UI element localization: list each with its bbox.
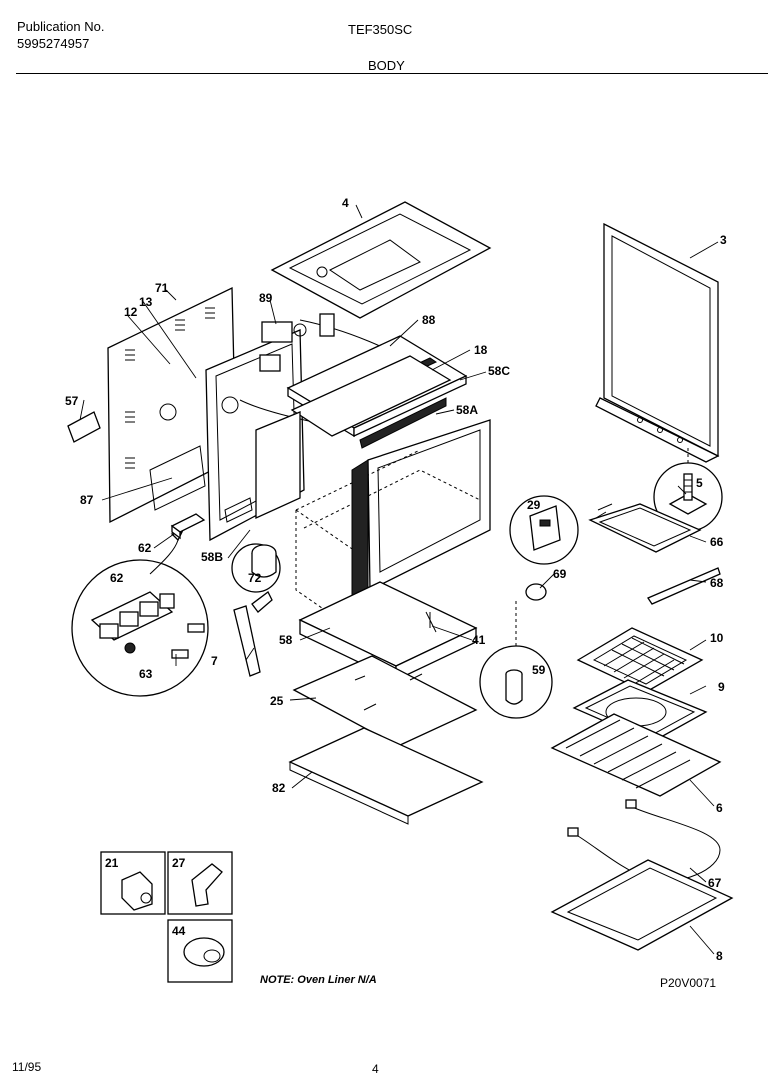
- callout-58b: 58B: [201, 550, 223, 564]
- callout-89: 89: [259, 291, 273, 305]
- callout-27: 27: [172, 856, 186, 870]
- callout-6: 6: [716, 801, 723, 815]
- callout-9: 9: [718, 680, 725, 694]
- header-divider: [16, 73, 768, 74]
- callout-21: 21: [105, 856, 119, 870]
- callout-7: 7: [211, 654, 218, 668]
- callout-25: 25: [270, 694, 284, 708]
- part-71-back-panel: [107, 286, 237, 524]
- part-69-plug: [525, 583, 547, 601]
- part-5-leveling-leg: [653, 445, 723, 532]
- callout-68: 68: [710, 576, 724, 590]
- callout-18: 18: [474, 343, 488, 357]
- leader-lines: [79, 204, 719, 955]
- callout-71: 71: [155, 281, 169, 295]
- section-title: BODY: [368, 58, 405, 73]
- publication-number: 5995274957: [17, 36, 90, 51]
- part-72-knob-detail: [231, 543, 281, 593]
- part-57-plate: [67, 411, 101, 443]
- callout-29: 29: [527, 498, 541, 512]
- part-21-box: [100, 851, 166, 915]
- page-number: 4: [372, 1062, 379, 1076]
- callout-13: 13: [139, 295, 153, 309]
- callout-88: 88: [422, 313, 436, 327]
- part-58a-insulation: [290, 355, 452, 449]
- callout-82: 82: [272, 781, 286, 795]
- part-25-bottom-panel: [292, 655, 478, 747]
- callout-10: 10: [710, 631, 724, 645]
- part-8-oven-bottom: [550, 859, 734, 951]
- publication-label: Publication No.: [17, 19, 105, 34]
- model-number: TEF350SC: [348, 22, 413, 37]
- callout-58a: 58A: [456, 403, 478, 417]
- callout-58c: 58C: [488, 364, 510, 378]
- callout-58: 58: [279, 633, 293, 647]
- part-59-detail: [479, 600, 553, 719]
- part-41-pin: [425, 611, 437, 633]
- part-27-box: [167, 851, 233, 915]
- callout-62-detail: 62: [110, 571, 124, 585]
- part-29-detail: [509, 495, 579, 565]
- callout-87: 87: [80, 493, 94, 507]
- callout-5: 5: [696, 476, 703, 490]
- callout-3: 3: [720, 233, 727, 247]
- part-89-thermostat: [261, 313, 335, 343]
- callout-57: 57: [65, 394, 79, 408]
- part-7-hinge: [233, 591, 273, 677]
- part-44-box: [167, 919, 233, 983]
- part-67-wire-harness: [567, 799, 721, 882]
- part-62-terminal-block: [170, 513, 206, 540]
- callout-62-small: 62: [138, 541, 152, 555]
- callout-4: 4: [342, 196, 349, 210]
- footer-date: 11/95: [12, 1060, 42, 1074]
- callout-44: 44: [172, 924, 186, 938]
- callout-66: 66: [710, 535, 724, 549]
- oven-liner-note: NOTE: Oven Liner N/A: [260, 974, 377, 986]
- callout-12: 12: [124, 305, 138, 319]
- callout-63: 63: [139, 667, 153, 681]
- callout-41: 41: [472, 633, 486, 647]
- part-6-oven-rack: [550, 713, 722, 797]
- part-82-drawer-panel: [288, 727, 484, 825]
- part-68-support: [647, 567, 721, 605]
- part-3-side-panel: [595, 222, 720, 463]
- diagram-code: P20V0071: [660, 976, 717, 990]
- part-oven-cavity: [255, 411, 491, 641]
- callout-72: 72: [248, 571, 262, 585]
- callout-69: 69: [553, 567, 567, 581]
- callout-59: 59: [532, 663, 546, 677]
- callout-67: 67: [708, 876, 722, 890]
- part-4-top-panel: [270, 201, 492, 319]
- part-66-bake-element: [588, 503, 702, 553]
- part-10-broil-grid: [576, 627, 704, 693]
- callout-8: 8: [716, 949, 723, 963]
